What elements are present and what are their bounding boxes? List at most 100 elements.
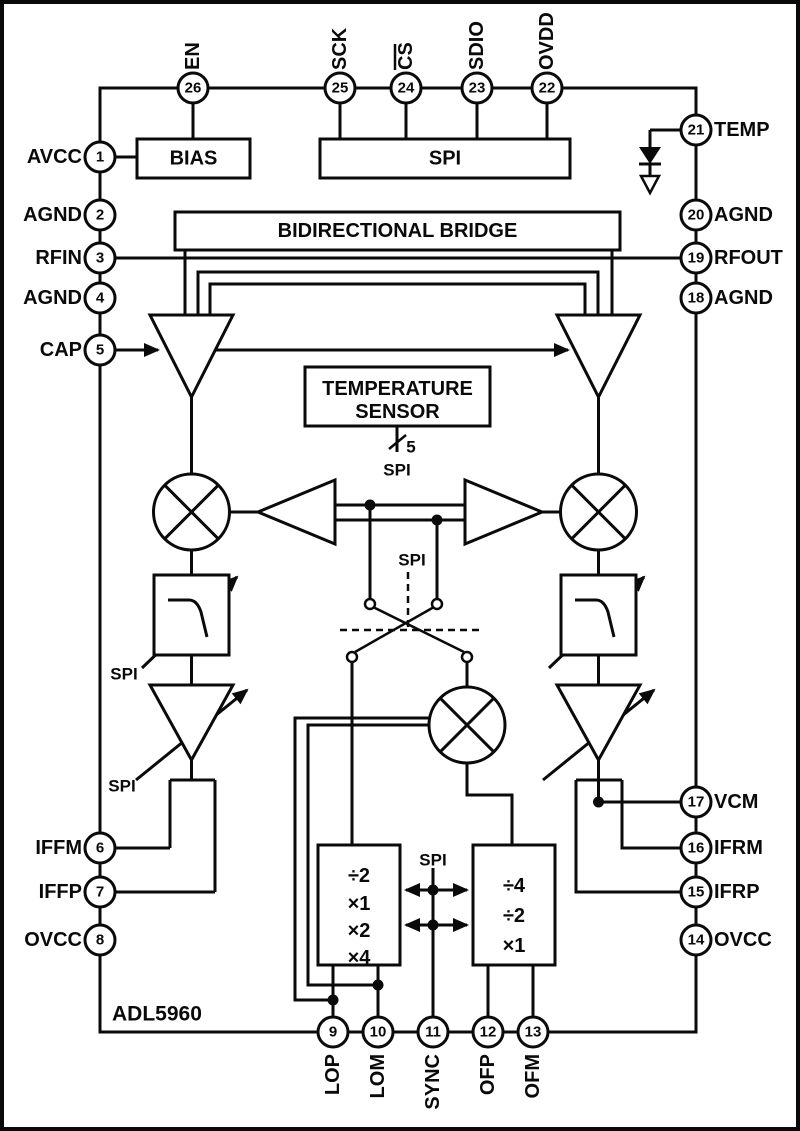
svg-text:OVCC: OVCC bbox=[714, 929, 772, 951]
pin-circle bbox=[416, 1015, 450, 1049]
pin-12-ofp: 12 OFP bbox=[471, 1015, 505, 1095]
lo-mult-option-3: ×2 bbox=[348, 920, 371, 942]
svg-text:22: 22 bbox=[539, 80, 556, 97]
svg-text:24: 24 bbox=[398, 80, 415, 97]
bridge-label: BIDIRECTIONAL BRIDGE bbox=[278, 220, 518, 242]
svg-text:RFIN: RFIN bbox=[35, 247, 82, 269]
bus-width-label: 5 bbox=[406, 438, 415, 457]
lo-mult-option-2: ×1 bbox=[348, 893, 371, 915]
pin-circle bbox=[361, 1015, 395, 1049]
pin-circle bbox=[83, 281, 117, 315]
junction-dots bbox=[327, 499, 604, 1006]
pin-circle bbox=[83, 241, 117, 275]
pin-circle bbox=[471, 1015, 505, 1049]
pin-circle bbox=[679, 198, 713, 232]
offset-divider-block: ÷4 ÷2 ×1 bbox=[471, 843, 557, 967]
svg-text:IFFM: IFFM bbox=[35, 837, 82, 859]
lo-mult-option-1: ÷2 bbox=[348, 865, 370, 887]
svg-text:9: 9 bbox=[329, 1024, 337, 1041]
svg-text:AGND: AGND bbox=[714, 287, 773, 309]
pin-circle bbox=[460, 71, 494, 105]
temp-sensor-label-1: TEMPERATURE bbox=[322, 378, 473, 400]
lo-mult-option-4: ×4 bbox=[348, 947, 372, 969]
svg-text:16: 16 bbox=[688, 840, 705, 857]
lo-multiplier-block: ÷2 ×1 ×2 ×4 bbox=[316, 843, 402, 969]
svg-text:23: 23 bbox=[469, 80, 486, 97]
bias-block: BIAS bbox=[135, 137, 252, 180]
svg-text:IFRM: IFRM bbox=[714, 837, 763, 859]
temperature-sensor-block: TEMPERATURE SENSOR bbox=[303, 365, 492, 428]
pin-4-agnd: 4 AGND bbox=[23, 281, 117, 315]
bidirectional-bridge-block: BIDIRECTIONAL BRIDGE bbox=[173, 210, 622, 252]
pin-circle bbox=[679, 831, 713, 865]
pin-7-iffp: 7 IFFP bbox=[39, 875, 117, 909]
temp-diode-icon bbox=[638, 147, 662, 196]
bias-label: BIAS bbox=[170, 148, 218, 170]
spi-block-label: SPI bbox=[429, 148, 461, 170]
svg-text:18: 18 bbox=[688, 290, 705, 307]
if-vga-left bbox=[147, 683, 236, 764]
pin-circle bbox=[83, 923, 117, 957]
pin-15-ifrp: 15 IFRP bbox=[679, 875, 760, 909]
pin-1-avcc: 1 AVCC bbox=[27, 140, 117, 174]
lo-amp-right bbox=[463, 477, 546, 547]
svg-text:AGND: AGND bbox=[714, 204, 773, 226]
svg-text:10: 10 bbox=[370, 1024, 387, 1041]
svg-text:IFRP: IFRP bbox=[714, 881, 760, 903]
svg-text:19: 19 bbox=[688, 250, 705, 267]
svg-text:5: 5 bbox=[96, 342, 104, 359]
mixer-reverse bbox=[559, 472, 638, 552]
svg-text:OFM: OFM bbox=[522, 1054, 544, 1098]
pin-24-cs: 24 CS bbox=[389, 42, 423, 105]
pin-3-rfin: 3 RFIN bbox=[35, 241, 117, 275]
svg-text:6: 6 bbox=[96, 840, 104, 857]
pin-circle bbox=[679, 113, 713, 147]
svg-text:SYNC: SYNC bbox=[422, 1054, 444, 1110]
pin-circle bbox=[316, 1015, 350, 1049]
pin-17-vcm: 17 VCM bbox=[679, 785, 758, 819]
pin-25-sck: 25 SCK bbox=[323, 27, 357, 105]
pin-circle bbox=[679, 785, 713, 819]
svg-text:OVCC: OVCC bbox=[24, 929, 82, 951]
svg-text:AGND: AGND bbox=[23, 204, 82, 226]
svg-text:7: 7 bbox=[96, 884, 104, 901]
svg-text:3: 3 bbox=[96, 250, 104, 267]
temp-sensor-label-2: SENSOR bbox=[355, 401, 440, 423]
pin-19-rfout: 19 RFOUT bbox=[679, 241, 783, 275]
svg-text:OVDD: OVDD bbox=[536, 12, 558, 70]
spi-label-vga: SPI bbox=[108, 777, 135, 796]
svg-text:26: 26 bbox=[185, 80, 202, 97]
pin-5-cap: 5 CAP bbox=[40, 333, 117, 367]
pin-circle bbox=[176, 71, 210, 105]
if-vga-right bbox=[554, 683, 643, 764]
pin-14-ovcc: 14 OVCC bbox=[679, 923, 772, 957]
svg-text:20: 20 bbox=[688, 207, 705, 224]
pin-circle bbox=[323, 71, 357, 105]
svg-text:AGND: AGND bbox=[23, 287, 82, 309]
offset-div-option-1: ÷4 bbox=[503, 875, 526, 897]
pin-13-ofm: 13 OFM bbox=[516, 1015, 550, 1098]
pin-2-agnd: 2 AGND bbox=[23, 198, 117, 232]
svg-text:17: 17 bbox=[688, 794, 705, 811]
spi-label-divider: SPI bbox=[419, 851, 446, 870]
pin-23-sdio: 23 SDIO bbox=[460, 21, 494, 105]
pin-20-agnd: 20 AGND bbox=[679, 198, 773, 232]
lo-crossover-switch bbox=[345, 597, 474, 664]
pin-16-ifrm: 16 IFRM bbox=[679, 831, 763, 865]
if-filter-left bbox=[152, 573, 231, 657]
pin-22-ovdd: 22 OVDD bbox=[530, 12, 564, 105]
svg-text:LOM: LOM bbox=[367, 1054, 389, 1098]
pin-11-sync: 11 SYNC bbox=[416, 1015, 450, 1110]
pin-circle bbox=[83, 875, 117, 909]
pin-10-lom: 10 LOM bbox=[361, 1015, 395, 1098]
if-filter-right bbox=[559, 573, 638, 657]
svg-text:AVCC: AVCC bbox=[27, 146, 82, 168]
pin-circle bbox=[516, 1015, 550, 1049]
svg-text:EN: EN bbox=[182, 42, 204, 70]
svg-text:4: 4 bbox=[96, 290, 105, 307]
part-number-label: ADL5960 bbox=[112, 1003, 202, 1026]
forward-amp bbox=[147, 313, 236, 401]
